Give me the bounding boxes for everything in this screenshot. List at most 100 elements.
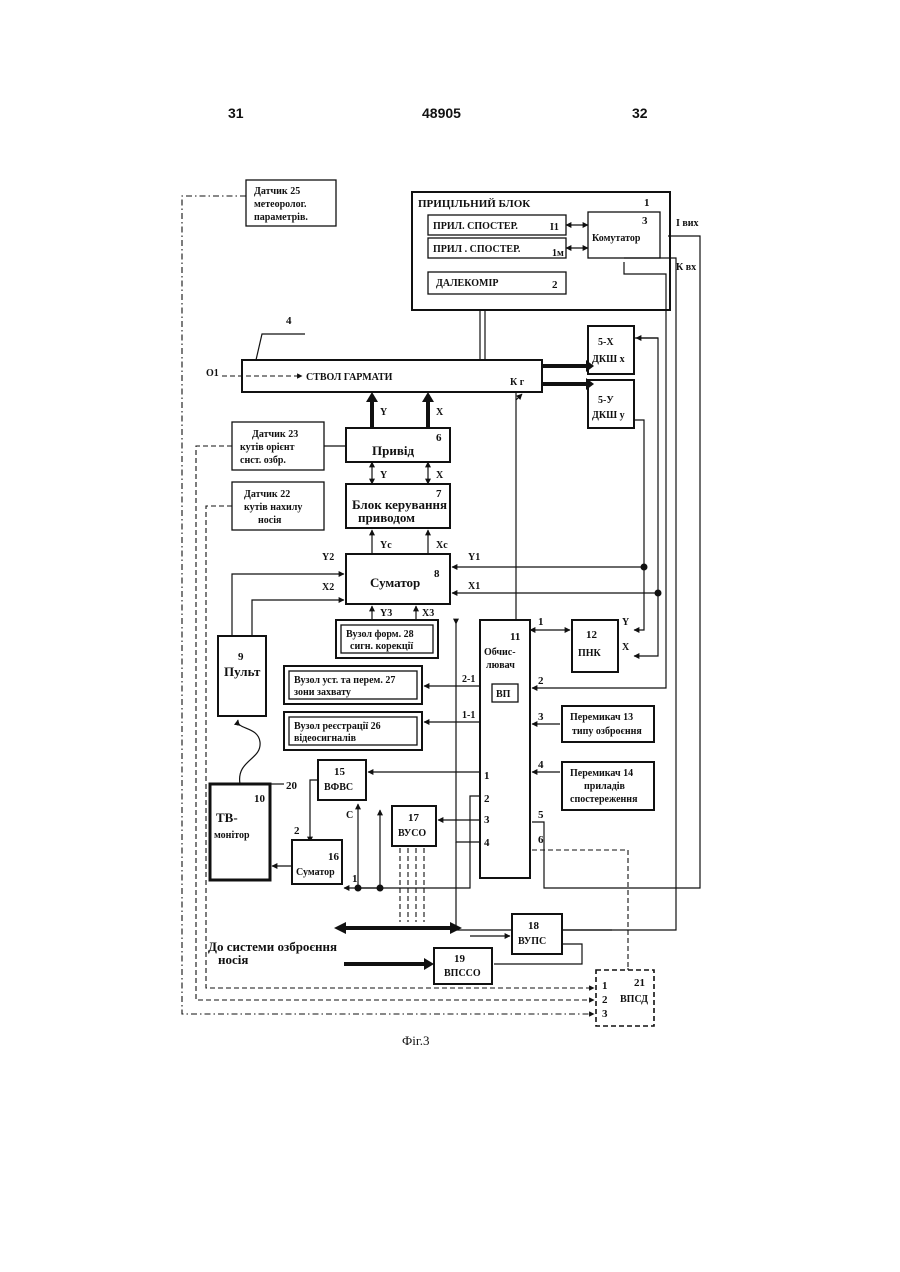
block-19-vpsso: 19 ВПССО [434, 948, 492, 984]
svg-text:Вузол реєстрації 26: Вузол реєстрації 26 [294, 721, 381, 732]
svg-text:метеоролог.: метеоролог. [254, 199, 307, 210]
block-18-vups: 18 ВУПС [512, 914, 562, 954]
block-28-correction-former: Вузол форм. 28 сигн. корекції [336, 620, 438, 658]
svg-text:кутів орієнт: кутів орієнт [240, 442, 295, 453]
svg-text:2-1: 2-1 [462, 674, 475, 685]
block-7-drive-control: Блок керування приводом 7 [346, 484, 450, 528]
svg-text:ВУПС: ВУПС [518, 936, 546, 947]
block-21-vpsd: 21 ВПСД 1 2 3 [596, 970, 654, 1026]
svg-text:2: 2 [294, 825, 300, 837]
svg-text:2: 2 [602, 994, 608, 1006]
svg-text:О1: О1 [206, 368, 219, 379]
page-number-right: 32 [632, 105, 648, 121]
svg-text:21: 21 [634, 977, 645, 989]
svg-text:Привід: Привід [372, 443, 414, 458]
svg-text:3: 3 [602, 1008, 608, 1020]
svg-text:8: 8 [434, 568, 440, 580]
svg-text:ТВ-: ТВ- [216, 810, 238, 825]
svg-text:3: 3 [484, 814, 490, 826]
svg-text:С: С [346, 810, 353, 821]
block-1-aiming-unit: ПРИЦІЛЬНИЙ БЛОК 1 ПРИЛ. СПОСТЕР. І1 ПРИЛ… [412, 192, 670, 310]
block-5x-dksh-x: 5-Х ДКШ х [588, 326, 634, 374]
svg-text:6: 6 [436, 432, 442, 444]
svg-text:6: 6 [538, 834, 544, 846]
svg-text:X1: X1 [468, 581, 480, 592]
svg-text:параметрів.: параметрів. [254, 212, 308, 223]
figure-caption: Фіг.3 [402, 1033, 430, 1048]
block-10-tv-monitor: 10 ТВ- монітор [210, 784, 270, 880]
svg-text:СТВОЛ ГАРМАТИ: СТВОЛ ГАРМАТИ [306, 372, 393, 383]
block-26-video-recorder: Вузол реєстрації 26 відеосигналів [284, 712, 422, 750]
block-23-orientation-sensor: Датчик 23 кутів орієнт снст. озбр. [232, 422, 324, 470]
block-13-weapon-type-switch: Перемикач 13 типу озброєння [562, 706, 654, 742]
block-14-device-switch: Перемикач 14 приладів спостереження [562, 762, 654, 810]
svg-text:Y2: Y2 [322, 552, 334, 563]
svg-text:Вузол уст. та перем. 27: Вузол уст. та перем. 27 [294, 675, 395, 686]
svg-text:приводом: приводом [358, 510, 415, 525]
svg-text:X: X [436, 470, 444, 481]
svg-text:4: 4 [538, 759, 544, 771]
svg-text:1: 1 [602, 980, 608, 992]
svg-text:9: 9 [238, 651, 244, 663]
svg-text:3: 3 [538, 711, 544, 723]
block-11-computer: 11 Обчис- лювач ВП 1 2 3 4 [480, 620, 530, 878]
block-9-control-panel: 9 Пульт [218, 636, 266, 716]
svg-text:17: 17 [408, 812, 420, 824]
svg-text:зони захвату: зони захвату [294, 687, 351, 698]
block-16-summator: 16 Суматор [292, 840, 342, 884]
svg-text:X: X [622, 642, 630, 653]
svg-text:ДКШ х: ДКШ х [592, 354, 625, 365]
svg-text:I вих: I вих [676, 218, 699, 229]
svg-text:монітор: монітор [214, 830, 250, 841]
svg-text:К г: К г [510, 377, 525, 388]
svg-text:носія: носія [258, 515, 282, 526]
svg-text:Y: Y [380, 407, 388, 418]
svg-text:снст. озбр.: снст. озбр. [240, 455, 286, 466]
svg-text:приладів: приладів [584, 781, 626, 792]
svg-text:ВУСО: ВУСО [398, 828, 426, 839]
svg-text:20: 20 [286, 780, 298, 792]
svg-text:ПНК: ПНК [578, 648, 602, 659]
ref-4: 4 [286, 315, 292, 327]
svg-text:1: 1 [538, 616, 544, 628]
svg-text:ПРИЛ. СПОСТЕР.: ПРИЛ. СПОСТЕР. [433, 221, 518, 232]
svg-text:19: 19 [454, 953, 466, 965]
svg-text:лювач: лювач [486, 660, 515, 671]
svg-text:спостереження: спостереження [570, 794, 638, 805]
svg-text:типу озброєння: типу озброєння [572, 726, 642, 737]
svg-text:7: 7 [436, 488, 442, 500]
svg-text:ПРИЦІЛЬНИЙ БЛОК: ПРИЦІЛЬНИЙ БЛОК [418, 198, 530, 210]
svg-text:X2: X2 [322, 582, 334, 593]
svg-text:16: 16 [328, 851, 340, 863]
svg-text:1: 1 [352, 873, 358, 885]
svg-text:1м: 1м [552, 248, 564, 259]
block-15-vfvs: 15 ВФВС [318, 760, 366, 800]
svg-text:X3: X3 [422, 608, 434, 619]
svg-text:Вузол форм. 28: Вузол форм. 28 [346, 629, 414, 640]
svg-text:ДКШ у: ДКШ у [592, 410, 625, 421]
svg-text:ВП: ВП [496, 689, 511, 700]
svg-text:2: 2 [552, 279, 558, 291]
svg-text:15: 15 [334, 766, 346, 778]
svg-text:Перемикач 13: Перемикач 13 [570, 712, 633, 723]
svg-text:Суматор: Суматор [296, 867, 335, 878]
svg-text:ВПССО: ВПССО [444, 968, 481, 979]
svg-text:X: X [436, 407, 444, 418]
svg-text:відеосигналів: відеосигналів [294, 733, 357, 744]
svg-text:1: 1 [644, 197, 650, 209]
svg-text:Перемикач 14: Перемикач 14 [570, 768, 633, 779]
svg-text:5-У: 5-У [598, 395, 614, 406]
svg-text:ВПСД: ВПСД [620, 994, 648, 1005]
svg-text:2: 2 [484, 793, 490, 805]
block-5y-dksh-y: 5-У ДКШ у [588, 380, 634, 428]
svg-text:Y: Y [622, 617, 630, 628]
svg-text:Датчик 22: Датчик 22 [244, 489, 290, 500]
block-17-vuso: 17 ВУСО [392, 806, 436, 846]
svg-text:Датчик 23: Датчик 23 [252, 429, 298, 440]
svg-text:Yс: Yс [380, 540, 392, 551]
svg-text:Xс: Xс [436, 540, 448, 551]
svg-text:5-Х: 5-Х [598, 337, 614, 348]
svg-text:1: 1 [484, 770, 490, 782]
svg-text:5: 5 [538, 809, 544, 821]
block-25-meteo-sensor: Датчик 25 метеоролог. параметрів. [246, 180, 336, 226]
